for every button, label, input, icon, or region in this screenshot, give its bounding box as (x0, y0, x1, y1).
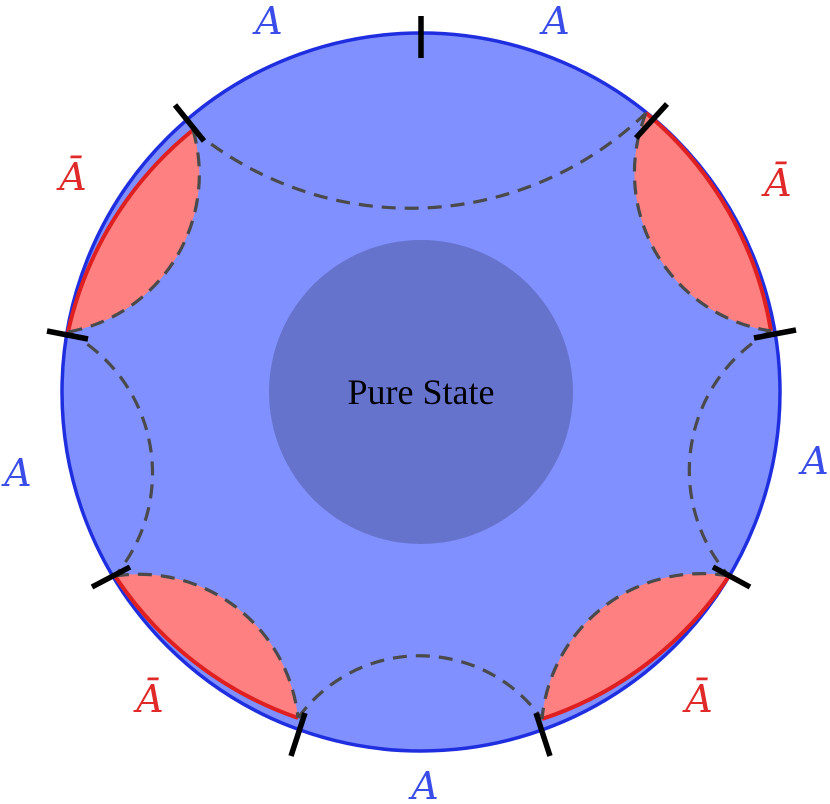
tick-left-lower (90, 564, 132, 590)
geodesic-right (687, 329, 772, 578)
abar-region-upper-left (68, 130, 200, 332)
boundary-ticks (46, 16, 797, 757)
pure-state-disk (269, 240, 573, 544)
label-abar-lower-right: Ā (682, 677, 712, 721)
abar-boundary-arcs (66, 111, 773, 721)
abar-arc-upper-right (644, 111, 773, 332)
label-a-right: A (798, 439, 828, 483)
tick-right-upper (753, 327, 797, 341)
abar-region-upper-right (634, 113, 771, 331)
label-abar-upper-left: Ā (56, 155, 86, 199)
abar-region-lower-right (542, 573, 729, 719)
label-abar-upper-right: Ā (761, 161, 791, 205)
tick-bottom-left (288, 712, 308, 757)
geodesic-lower-left (114, 572, 300, 719)
label-a-bottom: A (408, 764, 438, 804)
tick-left-upper (46, 328, 89, 342)
tick-upper-left (172, 103, 207, 143)
label-a-left: A (1, 451, 31, 495)
label-a-top-left: A (252, 0, 282, 43)
label-a-top-right: A (539, 0, 569, 43)
geodesic-top (191, 111, 648, 210)
abar-arc-upper-left (66, 128, 195, 333)
pure-state-label: Pure State (348, 372, 495, 412)
tick-bottom-right (533, 712, 553, 757)
geodesic-left (67, 330, 155, 578)
geodesics (67, 111, 772, 720)
label-abar-lower-left: Ā (133, 677, 163, 721)
abar-regions (68, 113, 771, 719)
geodesic-upper-right (632, 112, 772, 333)
tick-right-lower (711, 564, 752, 590)
abar-arc-lower-right (541, 574, 731, 721)
abar-arc-lower-left (113, 574, 299, 720)
abar-region-lower-left (115, 574, 298, 718)
geodesic-bottom (296, 654, 544, 720)
tick-upper-right (633, 102, 670, 140)
